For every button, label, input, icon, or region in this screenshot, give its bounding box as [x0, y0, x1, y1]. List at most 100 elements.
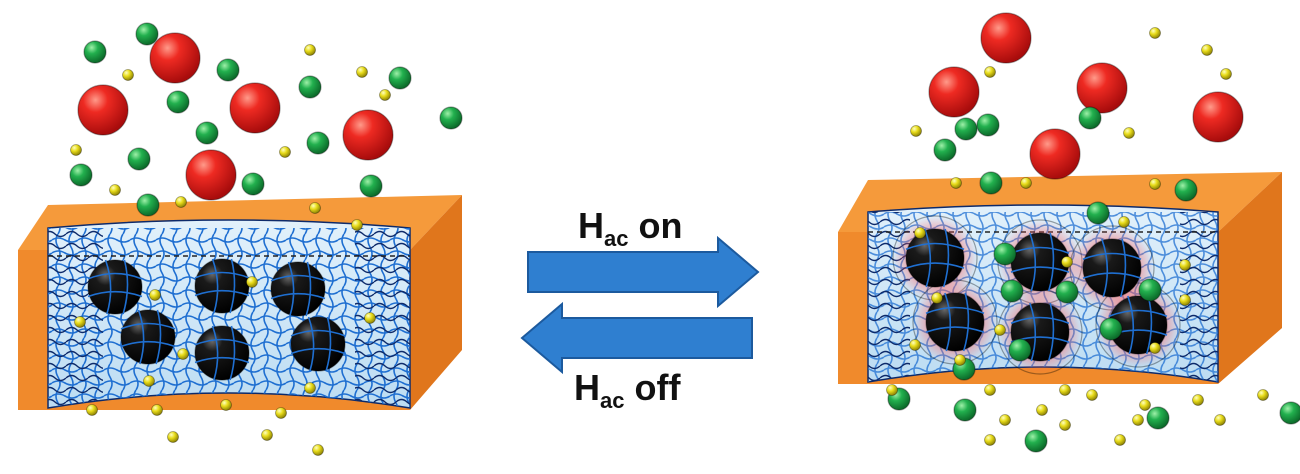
- black-nanoparticle-icon: [270, 261, 326, 317]
- green-sphere-icon: [1138, 278, 1162, 302]
- red-sphere-icon: [1076, 62, 1128, 114]
- yellow-sphere-icon: [167, 431, 179, 443]
- green-sphere-icon: [954, 117, 978, 141]
- yellow-sphere-icon: [1061, 256, 1073, 268]
- particle-mesh-overlay: [270, 261, 326, 317]
- right-arrow-icon: [527, 235, 760, 309]
- yellow-sphere-icon: [994, 324, 1006, 336]
- yellow-sphere-icon: [246, 276, 258, 288]
- green-sphere-icon: [1174, 178, 1198, 202]
- green-sphere-icon: [1000, 279, 1024, 303]
- yellow-sphere-icon: [149, 289, 161, 301]
- green-sphere-icon: [1024, 429, 1048, 453]
- green-sphere-icon: [388, 66, 412, 90]
- yellow-sphere-icon: [909, 339, 921, 351]
- yellow-sphere-icon: [304, 44, 316, 56]
- yellow-sphere-icon: [954, 354, 966, 366]
- yellow-sphere-icon: [1059, 384, 1071, 396]
- yellow-sphere-icon: [999, 414, 1011, 426]
- green-sphere-icon: [216, 58, 240, 82]
- red-sphere-icon: [229, 82, 281, 134]
- green-sphere-icon: [993, 242, 1017, 266]
- green-sphere-icon: [195, 121, 219, 145]
- particle-mesh-overlay: [1082, 238, 1142, 298]
- left-arrow-icon: [520, 301, 753, 375]
- yellow-sphere-icon: [177, 348, 189, 360]
- yellow-sphere-icon: [86, 404, 98, 416]
- red-sphere-icon: [928, 66, 980, 118]
- green-sphere-icon: [933, 138, 957, 162]
- yellow-sphere-icon: [1059, 419, 1071, 431]
- red-sphere-icon: [185, 149, 237, 201]
- yellow-sphere-icon: [351, 219, 363, 231]
- particle-mesh-overlay: [194, 258, 250, 314]
- black-nanoparticle-icon: [194, 325, 250, 381]
- yellow-sphere-icon: [1214, 414, 1226, 426]
- yellow-sphere-icon: [886, 384, 898, 396]
- green-sphere-icon: [69, 163, 93, 187]
- yellow-sphere-icon: [1020, 177, 1032, 189]
- yellow-sphere-icon: [143, 375, 155, 387]
- particle-mesh-overlay: [194, 325, 250, 381]
- yellow-sphere-icon: [1220, 68, 1232, 80]
- particle-mesh-overlay: [1010, 232, 1070, 292]
- yellow-sphere-icon: [1257, 389, 1269, 401]
- right-membrane-panel: [838, 172, 1282, 384]
- red-sphere-icon: [1029, 128, 1081, 180]
- black-nanoparticle-icon: [925, 292, 985, 352]
- particle-mesh-overlay: [120, 309, 176, 365]
- yellow-sphere-icon: [261, 429, 273, 441]
- yellow-sphere-icon: [122, 69, 134, 81]
- green-sphere-icon: [439, 106, 463, 130]
- green-sphere-icon: [1279, 401, 1300, 425]
- black-nanoparticle-icon: [120, 309, 176, 365]
- yellow-sphere-icon: [1149, 178, 1161, 190]
- green-sphere-icon: [359, 174, 383, 198]
- hac-off-sub: ac: [600, 388, 624, 413]
- green-sphere-icon: [1055, 280, 1079, 304]
- yellow-sphere-icon: [1139, 399, 1151, 411]
- yellow-sphere-icon: [151, 404, 163, 416]
- red-sphere-icon: [1192, 91, 1244, 143]
- yellow-sphere-icon: [1114, 434, 1126, 446]
- particle-mesh-overlay: [290, 316, 346, 372]
- yellow-sphere-icon: [109, 184, 121, 196]
- red-sphere-icon: [149, 32, 201, 84]
- yellow-sphere-icon: [914, 227, 926, 239]
- hac-off-word: off: [634, 367, 681, 408]
- green-sphere-icon: [83, 40, 107, 64]
- yellow-sphere-icon: [1192, 394, 1204, 406]
- yellow-sphere-icon: [1179, 259, 1191, 271]
- yellow-sphere-icon: [1118, 216, 1130, 228]
- black-nanoparticle-icon: [905, 228, 965, 288]
- hac-on-sub: ac: [604, 226, 628, 251]
- black-nanoparticle-icon: [290, 316, 346, 372]
- left-wavy-chains: [48, 228, 103, 408]
- red-sphere-icon: [342, 109, 394, 161]
- yellow-sphere-icon: [1036, 404, 1048, 416]
- right-frame-side: [1218, 172, 1282, 384]
- yellow-sphere-icon: [356, 66, 368, 78]
- particle-mesh-overlay: [1108, 295, 1168, 355]
- green-sphere-icon: [953, 398, 977, 422]
- green-sphere-icon: [1008, 338, 1032, 362]
- yellow-sphere-icon: [70, 144, 82, 156]
- yellow-sphere-icon: [304, 382, 316, 394]
- yellow-sphere-icon: [1132, 414, 1144, 426]
- green-sphere-icon: [1086, 201, 1110, 225]
- yellow-sphere-icon: [1123, 127, 1135, 139]
- yellow-sphere-icon: [910, 125, 922, 137]
- left-frame-side: [410, 195, 462, 410]
- yellow-sphere-icon: [364, 312, 376, 324]
- yellow-sphere-icon: [950, 177, 962, 189]
- green-sphere-icon: [1099, 317, 1123, 341]
- yellow-sphere-icon: [1086, 389, 1098, 401]
- left-membrane-panel: [18, 195, 462, 410]
- yellow-sphere-icon: [1201, 44, 1213, 56]
- yellow-sphere-icon: [309, 202, 321, 214]
- green-sphere-icon: [976, 113, 1000, 137]
- green-sphere-icon: [136, 193, 160, 217]
